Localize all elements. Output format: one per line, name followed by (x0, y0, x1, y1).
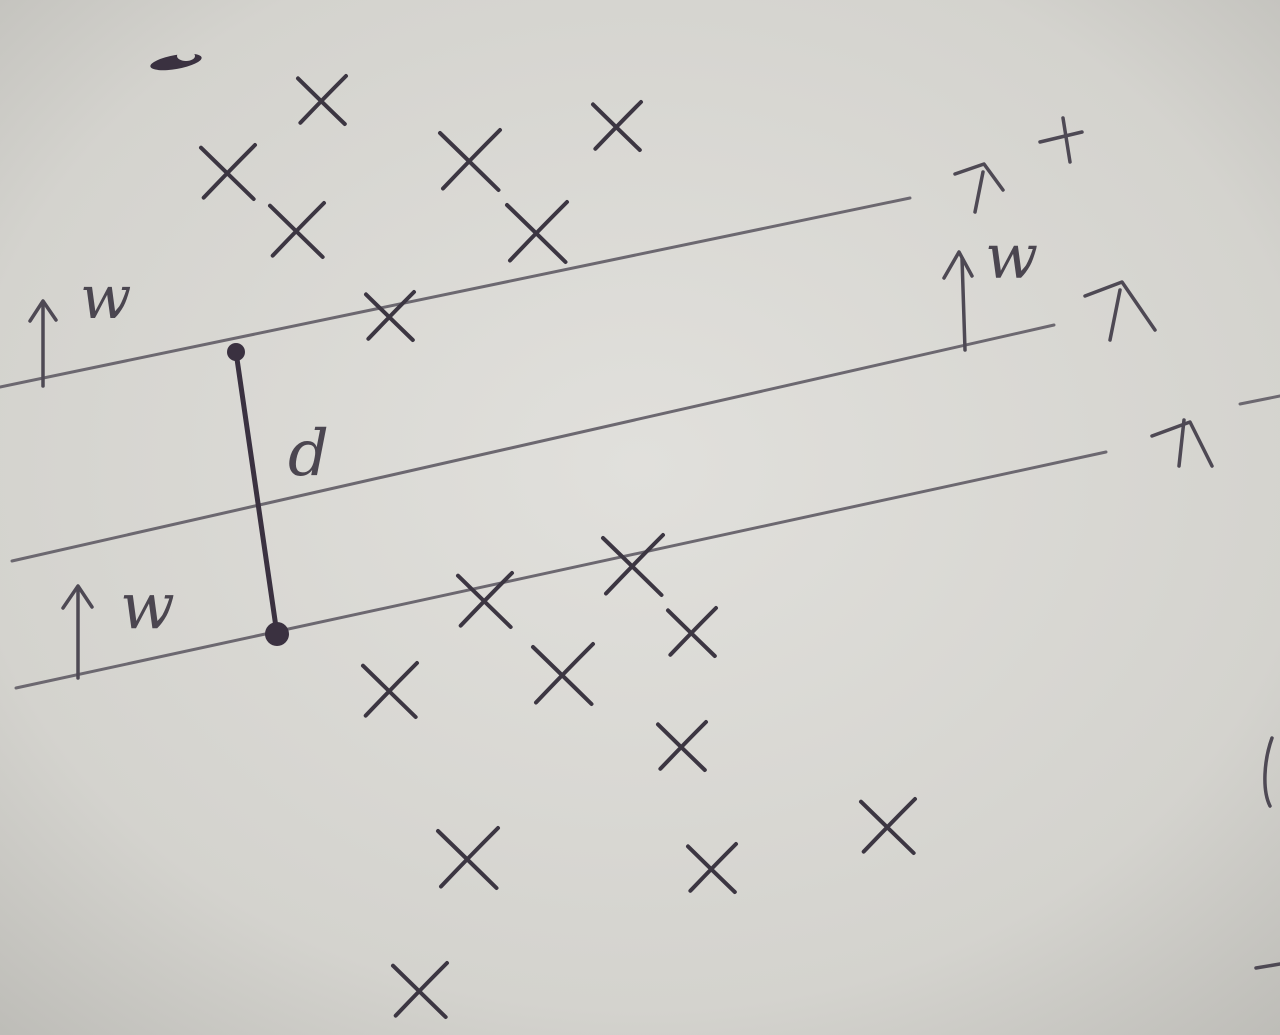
cross-mark-icon (531, 642, 595, 706)
rod-line (233, 349, 280, 637)
bottom-rail-line (14, 450, 1108, 690)
up-arrow-icon (942, 250, 974, 352)
cross-mark-icon (456, 571, 514, 629)
rod-length-label: d (288, 417, 329, 491)
cross-mark-icon (268, 201, 326, 259)
cross-mark-icon (505, 200, 569, 264)
up-arrow-icon (28, 299, 58, 388)
cross-mark-icon (391, 961, 449, 1019)
up-arrow-icon (61, 584, 94, 680)
field-crosses (199, 74, 917, 1019)
up-arrow-icon (1150, 418, 1214, 468)
cross-mark-icon (666, 606, 718, 658)
cross-mark-icon (436, 826, 500, 890)
cross-mark-icon (199, 143, 257, 201)
plus-mark-icon (1038, 116, 1084, 164)
cross-mark-icon (656, 720, 708, 772)
cross-mark-icon (686, 842, 738, 894)
cross-mark-icon (859, 797, 917, 855)
rod-bottom-dot (265, 622, 289, 646)
edge-scribble-icon (1254, 736, 1280, 970)
cross-mark-icon (591, 100, 643, 152)
cross-mark-icon (296, 74, 348, 126)
ink-smudge-icon (150, 51, 202, 71)
cross-mark-icon (438, 128, 502, 192)
cross-mark-icon (361, 661, 419, 719)
cross-mark-icon (601, 533, 665, 597)
up-arrow-icon (953, 162, 1005, 214)
rail-fragment-right (1238, 394, 1280, 406)
width-label-top-left: w (80, 263, 132, 333)
sliding-rod (227, 343, 289, 646)
middle-rail-line (10, 323, 1056, 563)
cross-mark-icon (364, 290, 416, 342)
top-rail-line (0, 196, 912, 389)
up-arrow-icon (1083, 280, 1157, 342)
width-label-bottom-left: w (120, 570, 175, 644)
width-label-right: w (985, 220, 1039, 293)
rod-top-dot (227, 343, 245, 361)
